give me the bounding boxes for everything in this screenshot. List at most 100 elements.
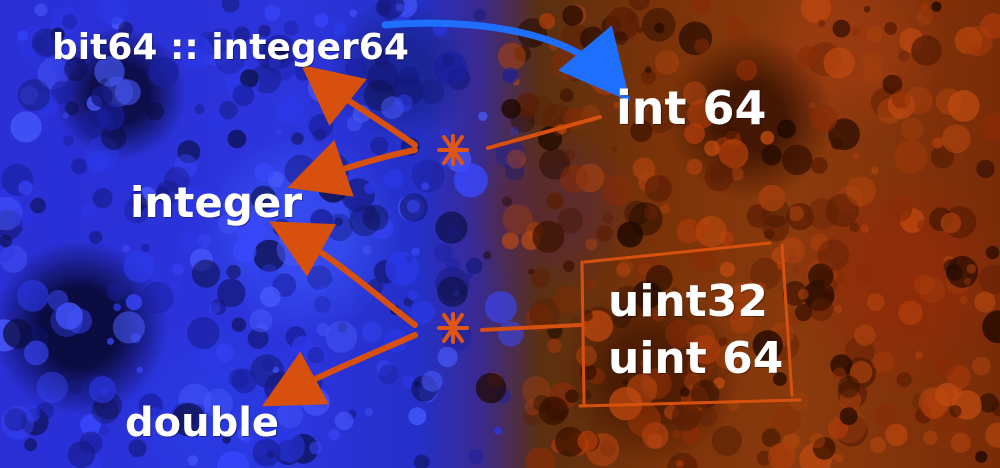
texture-blob <box>806 198 839 230</box>
texture-blob <box>0 245 28 273</box>
texture-blob <box>565 389 579 404</box>
texture-blob <box>904 86 933 115</box>
texture-blob <box>36 402 54 420</box>
texture-blob <box>660 204 671 214</box>
texture-blob <box>232 84 255 107</box>
texture-blob <box>866 26 883 43</box>
texture-blob <box>362 245 373 255</box>
texture-blob <box>563 148 576 161</box>
texture-blob <box>264 4 281 21</box>
texture-blob <box>848 175 856 184</box>
texture-blob <box>827 418 849 439</box>
texture-blob <box>361 321 383 343</box>
texture-blob <box>411 247 420 256</box>
texture-blob <box>140 243 150 253</box>
int64-label: int 64 <box>616 81 767 135</box>
texture-blob <box>67 440 96 468</box>
texture-blob <box>866 293 885 311</box>
texture-blob <box>882 74 903 95</box>
texture-blob <box>530 268 551 288</box>
texture-blob <box>687 99 717 129</box>
texture-blob <box>918 276 946 304</box>
texture-blob <box>611 308 632 329</box>
texture-blob <box>869 436 886 454</box>
texture-blob <box>24 438 38 452</box>
texture-blob <box>809 297 834 322</box>
texture-blob <box>421 182 430 191</box>
texture-blob <box>851 26 862 37</box>
texture-blob <box>823 278 838 293</box>
texture-blob <box>316 323 330 337</box>
texture-blob <box>746 204 771 228</box>
texture-blob <box>628 0 650 11</box>
texture-blob <box>498 42 526 71</box>
asterisk-icon <box>437 134 469 166</box>
double-label: double <box>125 400 280 446</box>
texture-blob <box>118 21 133 37</box>
texture-blob <box>334 217 343 227</box>
texture-blob <box>493 426 502 435</box>
texture-blob <box>501 196 512 207</box>
texture-blob <box>715 345 740 370</box>
texture-blob <box>313 128 326 142</box>
texture-blob <box>730 167 744 181</box>
texture-blob <box>641 7 676 42</box>
texture-blob <box>723 126 737 140</box>
texture-blob <box>797 45 819 68</box>
texture-blob <box>177 140 201 164</box>
texture-blob <box>934 356 956 378</box>
texture-blob <box>478 111 488 122</box>
texture-blob <box>30 197 46 214</box>
texture-blob <box>817 19 826 28</box>
texture-blob <box>776 119 796 139</box>
texture-blob <box>501 98 521 119</box>
texture-blob <box>613 102 621 109</box>
texture-blob <box>931 1 942 12</box>
texture-blob <box>475 372 507 404</box>
texture-blob <box>884 21 898 35</box>
texture-blob <box>419 79 445 104</box>
texture-blob <box>36 371 68 404</box>
texture-blob <box>529 298 560 330</box>
texture-blob <box>395 3 404 12</box>
texture-blob <box>51 53 77 79</box>
texture-blob <box>91 396 119 424</box>
texture-blob <box>627 403 661 437</box>
texture-blob <box>711 425 742 456</box>
texture-blob <box>690 0 711 14</box>
texture-blob <box>672 402 701 431</box>
texture-blob <box>898 300 923 326</box>
line-int64-to-junction-top <box>486 115 602 150</box>
texture-blob <box>17 279 49 312</box>
texture-blob <box>0 189 21 224</box>
texture-blob <box>208 28 233 52</box>
texture-blob <box>433 243 453 263</box>
texture-blob <box>678 21 713 56</box>
texture-blob <box>560 164 589 193</box>
texture-blob <box>495 139 525 169</box>
texture-blob <box>622 378 629 386</box>
texture-blob <box>694 38 710 54</box>
texture-blob <box>275 95 305 125</box>
texture-blob <box>252 438 281 467</box>
texture-blob <box>218 214 238 235</box>
texture-blob <box>97 103 125 131</box>
texture-blob <box>611 285 646 320</box>
texture-blob <box>725 304 733 312</box>
texture-blob <box>222 435 231 444</box>
texture-blob <box>514 92 540 118</box>
texture-blob <box>146 102 165 121</box>
texture-blob <box>959 295 968 304</box>
texture-blob <box>176 187 208 219</box>
texture-blob <box>837 375 860 398</box>
texture-blob <box>473 8 486 22</box>
texture-blob <box>839 407 858 426</box>
texture-blob <box>76 51 91 66</box>
texture-blob <box>616 263 631 278</box>
texture-blob <box>378 364 399 385</box>
texture-blob <box>672 430 681 439</box>
texture-blob <box>985 422 1000 448</box>
texture-blob <box>12 206 34 228</box>
